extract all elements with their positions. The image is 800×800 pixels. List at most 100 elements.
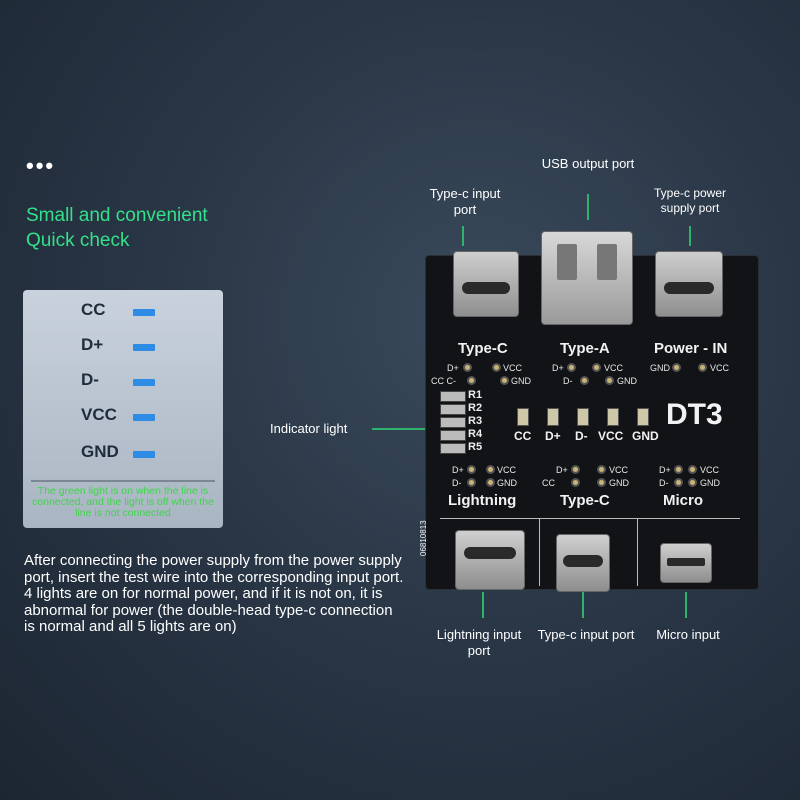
tagline-small-convenient: Small and convenient	[26, 205, 208, 226]
pin-pad	[486, 465, 495, 474]
pin-label: VCC	[503, 363, 523, 373]
legend-row-dplus: D+	[23, 331, 223, 361]
resistor	[440, 391, 466, 402]
callout-indicator: Indicator light	[270, 421, 348, 436]
pin-label: GND	[700, 478, 720, 488]
blue-led-icon	[133, 309, 155, 316]
resistor	[440, 404, 466, 415]
blue-led-icon	[133, 414, 155, 421]
pin-label: VCC	[497, 465, 517, 475]
resistor-label: R4	[468, 428, 483, 440]
legend-label: VCC	[81, 405, 117, 424]
legend-divider	[31, 480, 215, 482]
typec-input-port-bottom[interactable]	[556, 534, 610, 592]
callout-lightning-input: Lightning input port	[436, 627, 522, 658]
legend-row-dminus: D-	[23, 366, 223, 396]
lightning-input-port[interactable]	[455, 530, 525, 590]
pin-pad	[597, 465, 606, 474]
instructions-paragraph: After connecting the power supply from t…	[24, 552, 404, 635]
pin-pad	[597, 478, 606, 487]
pin-label: VCC	[604, 363, 624, 373]
typec-input-port[interactable]	[453, 251, 519, 317]
legend-row-cc: CC	[23, 296, 223, 326]
typec-power-port[interactable]	[655, 251, 723, 317]
board-divider	[637, 518, 638, 586]
legend-label: GND	[81, 442, 119, 461]
pin-label: CC C-	[431, 376, 456, 386]
leader-line	[685, 592, 687, 618]
pin-label: D+	[659, 465, 671, 475]
led-cc	[517, 408, 529, 426]
label-typea: Type-A	[560, 340, 610, 357]
pin-label: D-	[452, 478, 462, 488]
pin-pad	[698, 363, 707, 372]
ellipsis-dots: •••	[26, 153, 56, 178]
legend-row-gnd: GND	[23, 438, 223, 468]
pin-pad	[688, 478, 697, 487]
led-dminus	[577, 408, 589, 426]
pin-pad	[674, 478, 683, 487]
pin-pad	[486, 478, 495, 487]
label-lightning: Lightning	[448, 492, 517, 509]
pin-label: CC	[542, 478, 555, 488]
leader-line	[689, 226, 691, 246]
resistor-label: R5	[468, 441, 483, 453]
pin-pad	[500, 376, 509, 385]
resistor-label: R1	[468, 389, 483, 401]
pin-label: GND	[497, 478, 517, 488]
blue-led-icon	[133, 451, 155, 458]
pin-label: D+	[452, 465, 464, 475]
model-label: DT3	[666, 398, 723, 431]
pin-pad	[571, 465, 580, 474]
callout-micro-input: Micro input	[656, 627, 720, 642]
label-power-in: Power - IN	[654, 340, 728, 357]
pin-label: VCC	[710, 363, 730, 373]
pin-label: GND	[617, 376, 637, 386]
label-typec-top: Type-C	[458, 340, 508, 357]
tagline-quick-check: Quick check	[26, 230, 130, 251]
led-vcc	[607, 408, 619, 426]
pin-pad	[571, 478, 580, 487]
pin-pad	[467, 478, 476, 487]
led-dplus	[547, 408, 559, 426]
led-label: VCC	[598, 429, 624, 443]
led-label: D-	[575, 429, 588, 443]
pin-pad	[567, 363, 576, 372]
pin-pad	[580, 376, 589, 385]
pin-pad	[492, 363, 501, 372]
led-label: CC	[514, 429, 532, 443]
leader-line	[587, 194, 589, 220]
resistor	[440, 443, 466, 454]
resistor	[440, 417, 466, 428]
callout-usb-output: USB output port	[541, 156, 635, 171]
usb-a-output-port[interactable]	[541, 231, 633, 325]
led-label: GND	[632, 429, 659, 443]
pin-pad	[674, 465, 683, 474]
pin-pad	[688, 465, 697, 474]
leader-line	[482, 592, 484, 618]
board-divider	[539, 518, 540, 586]
callout-typec-power: Type-c power supply port	[653, 186, 727, 215]
led-gnd	[637, 408, 649, 426]
indicator-legend-panel: CC D+ D- VCC GND The green light is on w…	[23, 290, 223, 528]
pin-label: D-	[659, 478, 669, 488]
pin-pad	[605, 376, 614, 385]
pin-label: GND	[511, 376, 531, 386]
pin-label: D+	[447, 363, 459, 373]
leader-line	[372, 428, 430, 430]
legend-label: D+	[81, 335, 104, 354]
pin-label: D+	[552, 363, 564, 373]
resistor-label: R3	[468, 415, 483, 427]
leader-line	[582, 592, 584, 618]
pin-label: GND	[609, 478, 629, 488]
pin-label: D-	[563, 376, 573, 386]
pin-pad	[467, 465, 476, 474]
micro-input-port[interactable]	[660, 543, 712, 583]
pin-label: GND	[650, 363, 670, 373]
pin-label: VCC	[700, 465, 720, 475]
legend-label: CC	[81, 300, 106, 319]
resistor	[440, 430, 466, 441]
pin-label: D+	[556, 465, 568, 475]
leader-line	[462, 226, 464, 246]
board-divider	[440, 518, 740, 519]
